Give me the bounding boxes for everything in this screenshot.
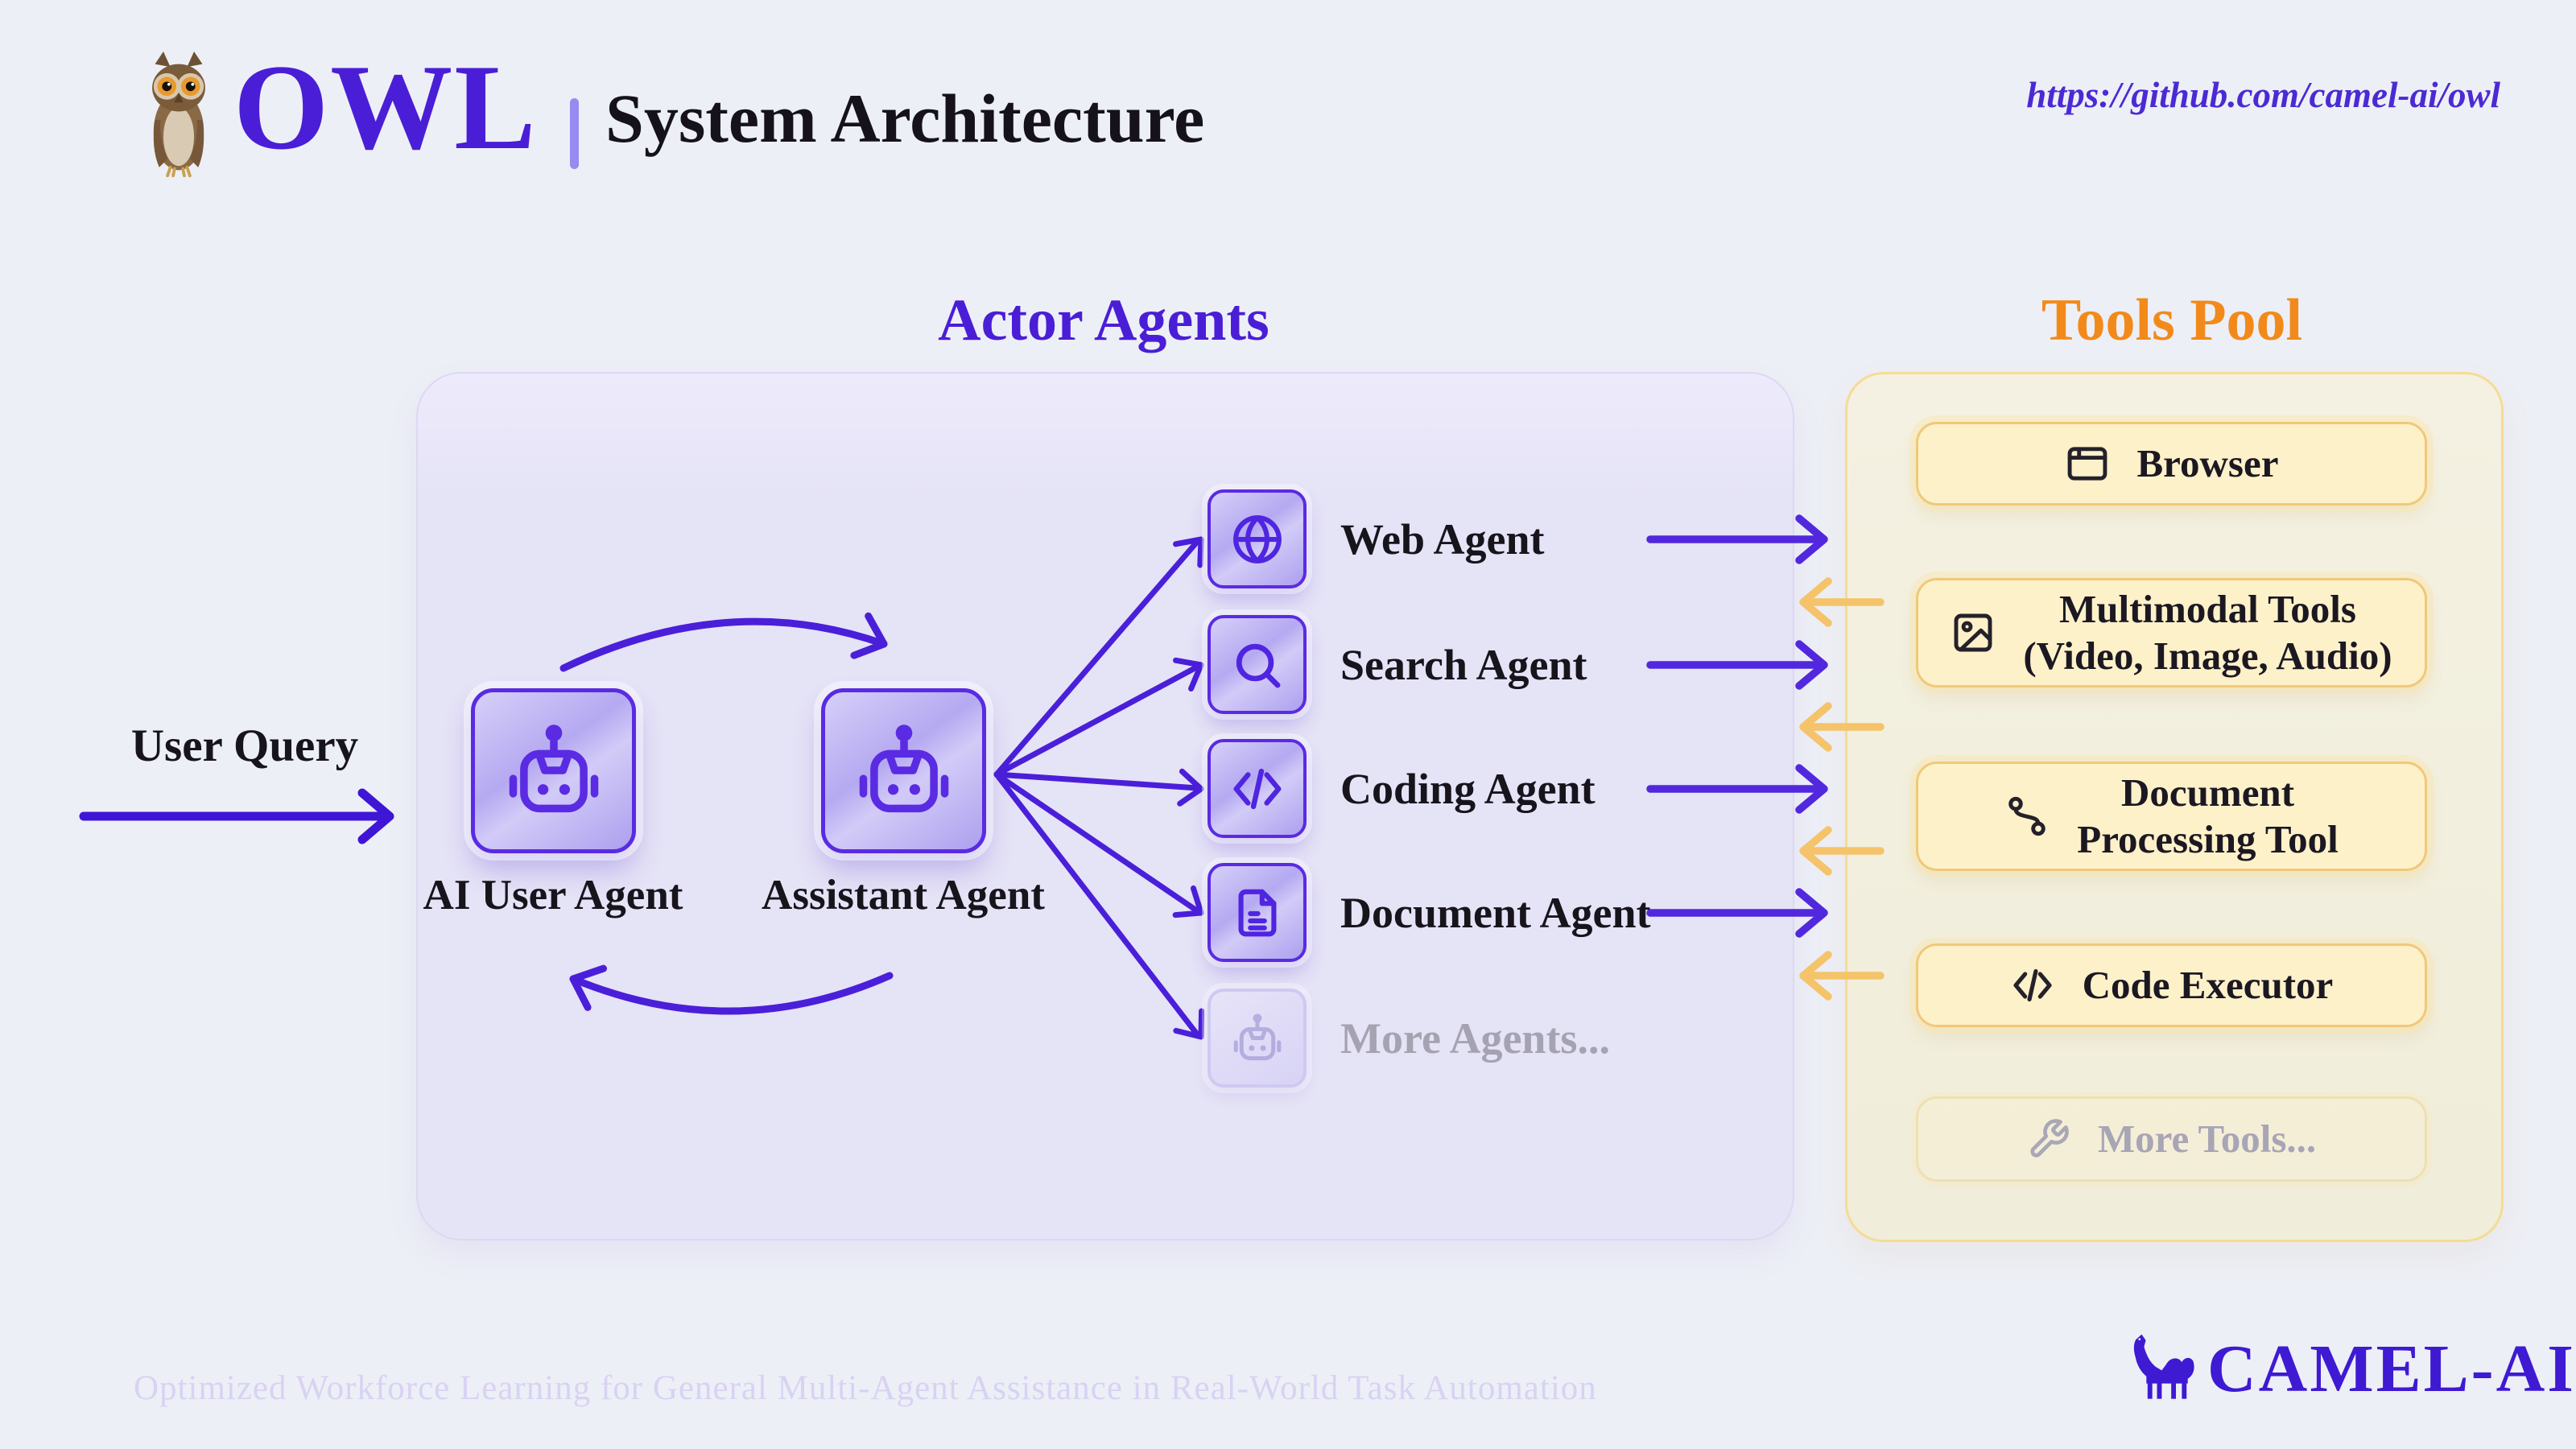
user-query-label: User Query: [130, 720, 359, 771]
tool-card-code-executor: Code Executor: [1916, 943, 2427, 1027]
tool-card-multimodal: Multimodal Tools (Video, Image, Audio): [1916, 578, 2427, 687]
image-icon: [1951, 610, 1996, 655]
browser-tool-label: Browser: [2136, 441, 2279, 486]
route-icon: [2004, 794, 2050, 839]
assistant-agent-node: [821, 688, 986, 853]
tagline: Optimized Workforce Learning for General…: [134, 1369, 1597, 1407]
search-agent-node: [1208, 615, 1307, 714]
search-agent-label: Search Agent: [1340, 640, 1587, 689]
globe-icon: [1229, 511, 1286, 568]
robot-icon: [851, 718, 957, 824]
agent-row-search: Search Agent: [1208, 615, 1587, 714]
document-processing-tool-label: Document Processing Tool: [2077, 770, 2338, 863]
agent-row-document: Document Agent: [1208, 863, 1651, 962]
ai-user-agent-node: [471, 688, 636, 853]
agent-row-web: Web Agent: [1208, 489, 1545, 588]
web-agent-node: [1208, 489, 1307, 588]
logo-divider: [570, 98, 579, 169]
brand-text: CAMEL-AI: [2207, 1331, 2576, 1406]
coding-agent-label: Coding Agent: [1340, 764, 1596, 813]
search-icon: [1229, 637, 1286, 693]
tool-card-more-tools: More Tools...: [1916, 1096, 2427, 1182]
assistant-agent-label: Assistant Agent: [762, 872, 1045, 919]
document-processing-label-line2: Processing Tool: [2077, 817, 2339, 861]
code-icon: [2010, 963, 2055, 1008]
owl-logo-icon: [152, 52, 205, 178]
document-processing-label-line1: Document: [2120, 770, 2295, 815]
document-agent-node: [1208, 863, 1307, 962]
user-query-arrow: [79, 788, 394, 844]
multimodal-tool-label: Multimodal Tools (Video, Image, Audio): [2023, 586, 2392, 679]
robot-icon: [1229, 1010, 1286, 1067]
camel-logo-icon: [2133, 1334, 2194, 1399]
file-text-icon: [1229, 885, 1286, 941]
code-icon: [1229, 761, 1286, 817]
actor-agents-title: Actor Agents: [938, 287, 1269, 353]
page-title: System Architecture: [605, 80, 1205, 157]
tools-pool-title: Tools Pool: [2041, 287, 2303, 353]
browser-window-icon: [2065, 441, 2110, 486]
document-agent-label: Document Agent: [1340, 888, 1651, 937]
github-url-link[interactable]: https://github.com/camel-ai/owl: [2026, 75, 2500, 115]
tool-card-document-processing: Document Processing Tool: [1916, 762, 2427, 871]
logo-text: OWL: [233, 39, 538, 175]
ai-user-agent-label: AI User Agent: [423, 872, 683, 919]
agent-row-coding: Coding Agent: [1208, 739, 1596, 838]
agent-row-more: More Agents...: [1208, 989, 1610, 1088]
more-agents-label: More Agents...: [1340, 1013, 1610, 1063]
more-tools-label: More Tools...: [2097, 1117, 2317, 1162]
wrench-icon: [2027, 1117, 2070, 1161]
tool-card-browser: Browser: [1916, 422, 2427, 506]
coding-agent-node: [1208, 739, 1307, 838]
code-executor-label: Code Executor: [2082, 963, 2334, 1008]
more-agents-node: [1208, 989, 1307, 1088]
robot-icon: [501, 718, 607, 824]
multimodal-tool-label-line2: (Video, Image, Audio): [2023, 634, 2392, 678]
multimodal-tool-label-line1: Multimodal Tools: [2059, 587, 2356, 632]
web-agent-label: Web Agent: [1340, 514, 1545, 564]
